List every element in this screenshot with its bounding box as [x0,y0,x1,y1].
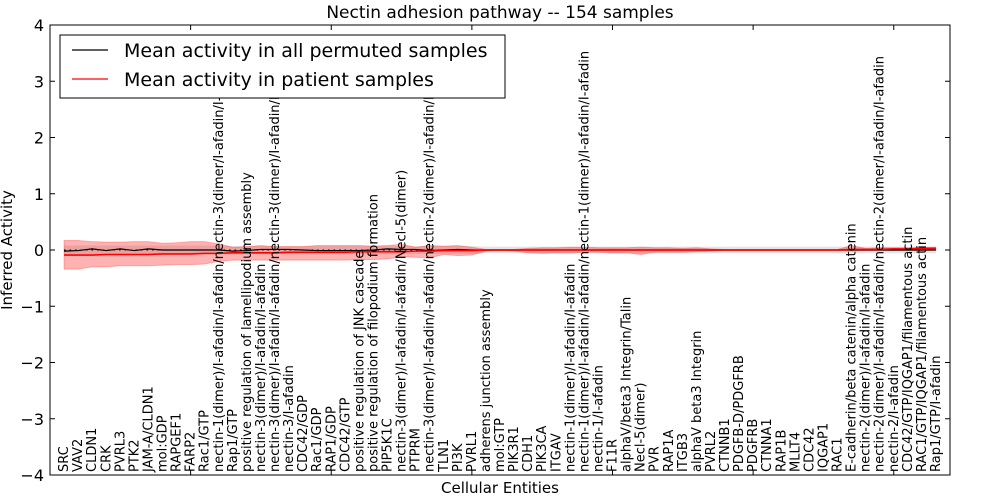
x-tick-label: CDC42/GDP [296,395,311,472]
x-tick-label: CDH1 [521,435,536,472]
x-tick-label: CLDN1 [85,428,100,472]
x-tick-label: CTNNB1 [718,418,733,472]
x-tick-label: PDGFB-D/PDGFRB [732,355,747,472]
x-tick-label: PVR [648,446,663,472]
y-tick-label: −2 [20,354,44,373]
x-tick-label: PDGFRB [746,419,761,472]
x-tick-label: mol:GTP [493,418,508,472]
x-tick-label: adherens junction assembly [479,289,494,472]
y-tick-label: 1 [34,185,44,204]
y-axis-label: Inferred Activity [0,190,16,310]
y-tick-label: −1 [20,297,44,316]
x-tick-label: Rac1/GDP [310,407,325,472]
x-tick-label: PIK3CA [535,425,550,472]
x-tick-label: TLN1 [437,439,452,473]
legend-label-patient: Mean activity in patient samples [124,69,434,91]
x-tick-label: IQGAP1 [816,423,831,472]
x-tick-label: RAP1/GDP [324,406,339,472]
x-tick-label: E-cadherin/beta catenin/alpha catenin [845,223,860,472]
x-tick-label: CTNNA1 [760,418,775,472]
x-tick-label: positive regulation of filopodium format… [366,194,381,472]
y-tick-label: −3 [20,410,44,429]
x-tick-label: nectin-2(dimer)/I-afadin/I-afadin [859,264,874,472]
x-tick-label: alphaV beta3 Integrin [690,331,705,472]
x-tick-label: CDC42/GTP/IQGAP1/filamentous actin [901,227,916,472]
x-tick-label: nectin-2/I-afadin [887,365,902,472]
x-tick-label: PTPRM [409,428,424,472]
x-tick-label: nectin-1(dimer)/I-afadin/I-afadin [563,264,578,472]
x-tick-label: PVRL2 [704,431,719,472]
legend-label-permuted: Mean activity in all permuted samples [124,40,487,62]
x-tick-label: RAP1A [662,429,677,472]
y-tick-label: 2 [34,129,44,148]
x-tick-label: alphaV/beta3 Integrin/Talin [620,297,635,472]
x-tick-label: FARP2 [184,432,199,472]
x-tick-label: positive regulation of lamellipodium ass… [240,172,255,472]
x-tick-label: positive regulation of JNK cascade [352,251,367,472]
x-tick-label: nectin-3/I-afadin [282,365,297,472]
x-tick-label: mol:GDP [156,415,171,472]
x-tick-label: PIK3R1 [507,426,522,472]
x-tick-label: RAC1/GTP/IQGAP1/filamentous actin [915,237,930,472]
x-tick-label: CDC42 [802,427,817,472]
x-tick-label: PTK2 [127,439,142,472]
x-tick-label: Rap1/GTP [226,409,241,472]
x-tick-label: SRC [57,446,72,472]
x-tick-label: PVRL3 [113,431,128,472]
x-tick-label: nectin-1/I-afadin [591,365,606,472]
chart-title: Nectin adhesion pathway -- 154 samples [326,3,673,23]
y-tick-label: −4 [20,466,44,485]
x-tick-label: CDC42/GTP [338,397,353,472]
x-tick-label: Rac1/GTP [198,410,213,472]
x-tick-label: VAV2 [71,439,86,472]
y-tick-label: 4 [34,16,44,35]
x-tick-label: nectin-1(dimer)/I-afadin/I-afadin/nectin… [212,56,227,472]
x-tick-label: nectin-3(dimer)/I-afadin/I-afadin [254,264,269,472]
legend: Mean activity in all permuted samples Me… [60,35,505,98]
x-tick-label: JAM-A/CLDN1 [141,386,156,473]
x-tick-label: Rap1/GTP/I-afadin [929,355,944,472]
x-tick-label: PI3K [451,443,466,472]
x-tick-label: nectin-3(dimer)/I-afadin/I-afadin/nectin… [423,51,438,472]
x-axis-label: Cellular Entities [441,479,559,497]
x-tick-label: MLLT4 [788,432,803,472]
x-tick-label: ITGB3 [676,433,691,472]
x-tick-label: RAPGEF1 [170,413,185,472]
x-tick-label: nectin-2(dimer)/I-afadin/I-afadin/nectin… [873,56,888,472]
x-tick-label: nectin-3(dimer)/I-afadin/I-afadin/nectin… [268,51,283,472]
x-tick-label: PVRL1 [465,431,480,472]
x-tick-label: ITGAV [549,433,564,472]
x-tick-label: F11R [606,439,621,472]
x-tick-label: CRK [99,445,114,472]
x-tick-label: nectin-3(dimer)/I-afadin/I-afadin/Necl-5… [395,170,410,472]
x-tick-label: RAC1 [831,437,846,472]
y-tick-label: 0 [34,241,44,260]
x-tick-label: PIP5K1C [381,418,396,472]
x-tick-label: RAP1B [774,430,789,472]
x-tick-label: nectin-1(dimer)/I-afadin/I-afadin/nectin… [577,51,592,472]
x-tick-label: Necl-5(dimer) [634,383,649,472]
y-tick-label: 3 [34,72,44,91]
band-series-1 [64,240,936,269]
